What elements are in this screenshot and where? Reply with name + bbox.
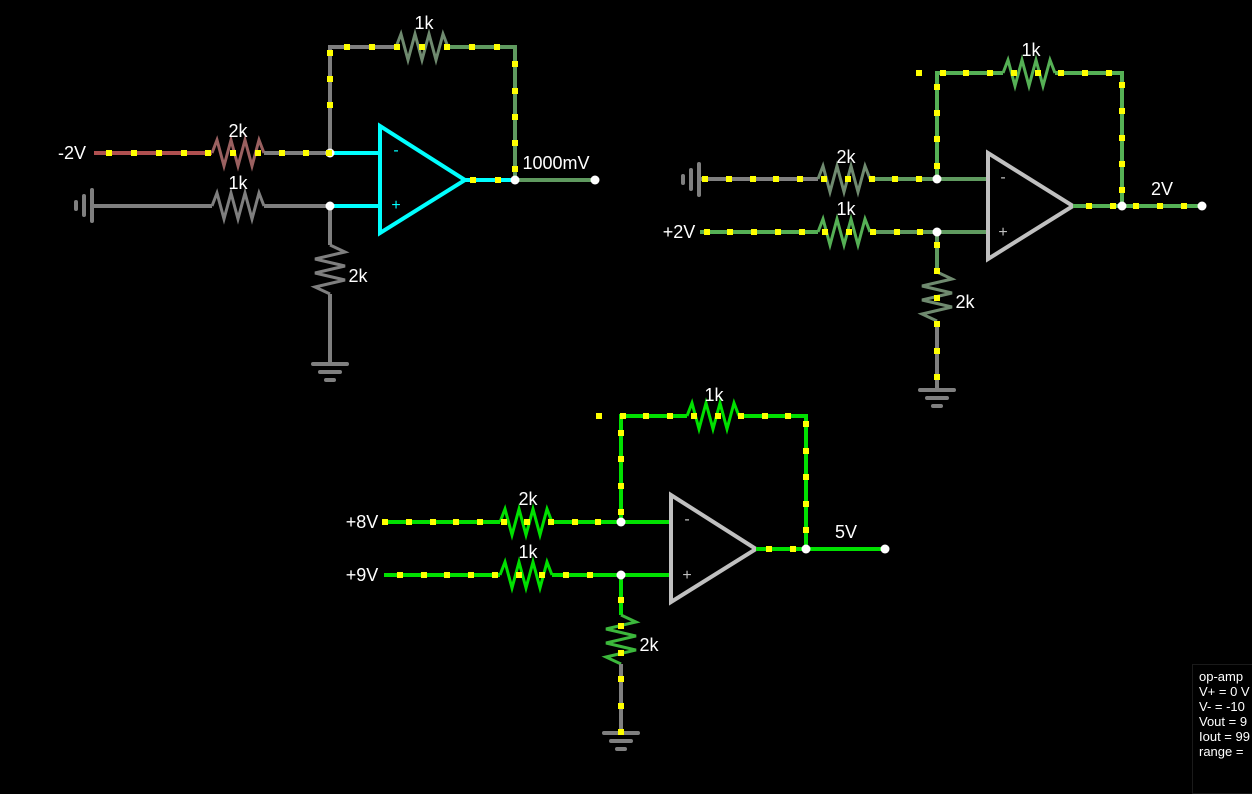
node[interactable] [932, 174, 942, 184]
resistor-label: 2k [518, 489, 538, 509]
opamp-minus-label: - [684, 511, 689, 528]
current-dots [702, 70, 1187, 380]
resistor-2k-ground[interactable] [310, 243, 350, 296]
node[interactable] [616, 570, 626, 580]
input-voltage-label: -2V [58, 143, 86, 163]
resistor-1k-feedback[interactable] [394, 28, 450, 66]
resistor-1k-feedback[interactable] [1001, 54, 1057, 92]
ground-icon[interactable] [74, 188, 94, 223]
output-terminal[interactable] [1197, 201, 1207, 211]
info-line-title: op-amp [1199, 669, 1244, 684]
resistor-2k[interactable] [498, 503, 554, 541]
resistor-label: 1k [414, 13, 434, 33]
opamp-plus-label: + [998, 224, 1007, 241]
resistor-label: 1k [518, 542, 538, 562]
ground-icon[interactable] [311, 362, 349, 382]
wire[interactable] [619, 414, 687, 522]
resistor-label: 2k [955, 292, 975, 312]
opamp-minus-label: - [393, 142, 398, 159]
resistor-label: 2k [228, 121, 248, 141]
node[interactable] [1117, 201, 1127, 211]
output-terminal[interactable] [590, 175, 600, 185]
wire[interactable] [739, 414, 808, 549]
resistor-2k[interactable] [816, 160, 872, 198]
resistor-label: 1k [836, 199, 856, 219]
info-line-range: range = [1199, 744, 1244, 759]
resistor-label: 1k [228, 173, 248, 193]
resistor-label: 2k [348, 266, 368, 286]
info-line-vminus: V- = -10 [1199, 699, 1245, 714]
resistor-label: 1k [1021, 40, 1041, 60]
resistor-label: 2k [639, 635, 659, 655]
output-voltage-label: 2V [1151, 179, 1173, 199]
wire[interactable] [1055, 71, 1124, 206]
opamp-plus-label: + [682, 567, 691, 584]
resistor-1k[interactable] [498, 556, 554, 594]
output-voltage-label: 5V [835, 522, 857, 542]
circuit-1: -2V 2k 1k 2k 1k - + [58, 13, 600, 382]
opamp[interactable] [986, 149, 1077, 263]
resistor-label: 1k [704, 385, 724, 405]
wire[interactable] [935, 71, 1003, 179]
output-terminal[interactable] [880, 544, 890, 554]
node[interactable] [932, 227, 942, 237]
resistor-label: 2k [836, 147, 856, 167]
resistor-1k-feedback[interactable] [685, 397, 741, 435]
resistor-2k-ground[interactable] [601, 613, 641, 666]
opamp-minus-label: - [1000, 169, 1005, 186]
node[interactable] [616, 517, 626, 527]
input-voltage-label: +8V [346, 512, 379, 532]
ground-icon[interactable] [918, 388, 956, 408]
opamp[interactable] [378, 122, 469, 237]
current-dots [106, 44, 518, 183]
info-line-vout: Vout = 9 [1199, 714, 1248, 729]
input-voltage-label: +2V [663, 222, 696, 242]
opamp[interactable] [669, 491, 760, 606]
info-line-iout: Iout = 99 [1199, 729, 1250, 744]
info-panel: op-amp V+ = 0 V V- = -10 Vout = 9 Iout =… [1192, 664, 1252, 794]
node[interactable] [325, 201, 335, 211]
output-voltage-label: 1000mV [522, 153, 589, 173]
resistor-1k[interactable] [210, 187, 266, 225]
node[interactable] [801, 544, 811, 554]
circuit-3: +8V 2k +9V 1k 2k 1k - + 5V [346, 385, 890, 751]
resistor-1k[interactable] [816, 213, 872, 251]
circuit-2: 2k +2V 1k 2k 1k - + 2V [663, 40, 1207, 408]
opamp-plus-label: + [391, 197, 400, 214]
node[interactable] [510, 175, 520, 185]
info-line-vplus: V+ = 0 V [1199, 684, 1250, 699]
ground-icon[interactable] [602, 731, 640, 751]
wire[interactable] [448, 45, 517, 180]
resistor-2k[interactable] [210, 134, 266, 172]
current-dots [382, 413, 809, 735]
ground-icon[interactable] [681, 162, 701, 197]
input-voltage-label: +9V [346, 565, 379, 585]
wire[interactable] [328, 45, 396, 153]
